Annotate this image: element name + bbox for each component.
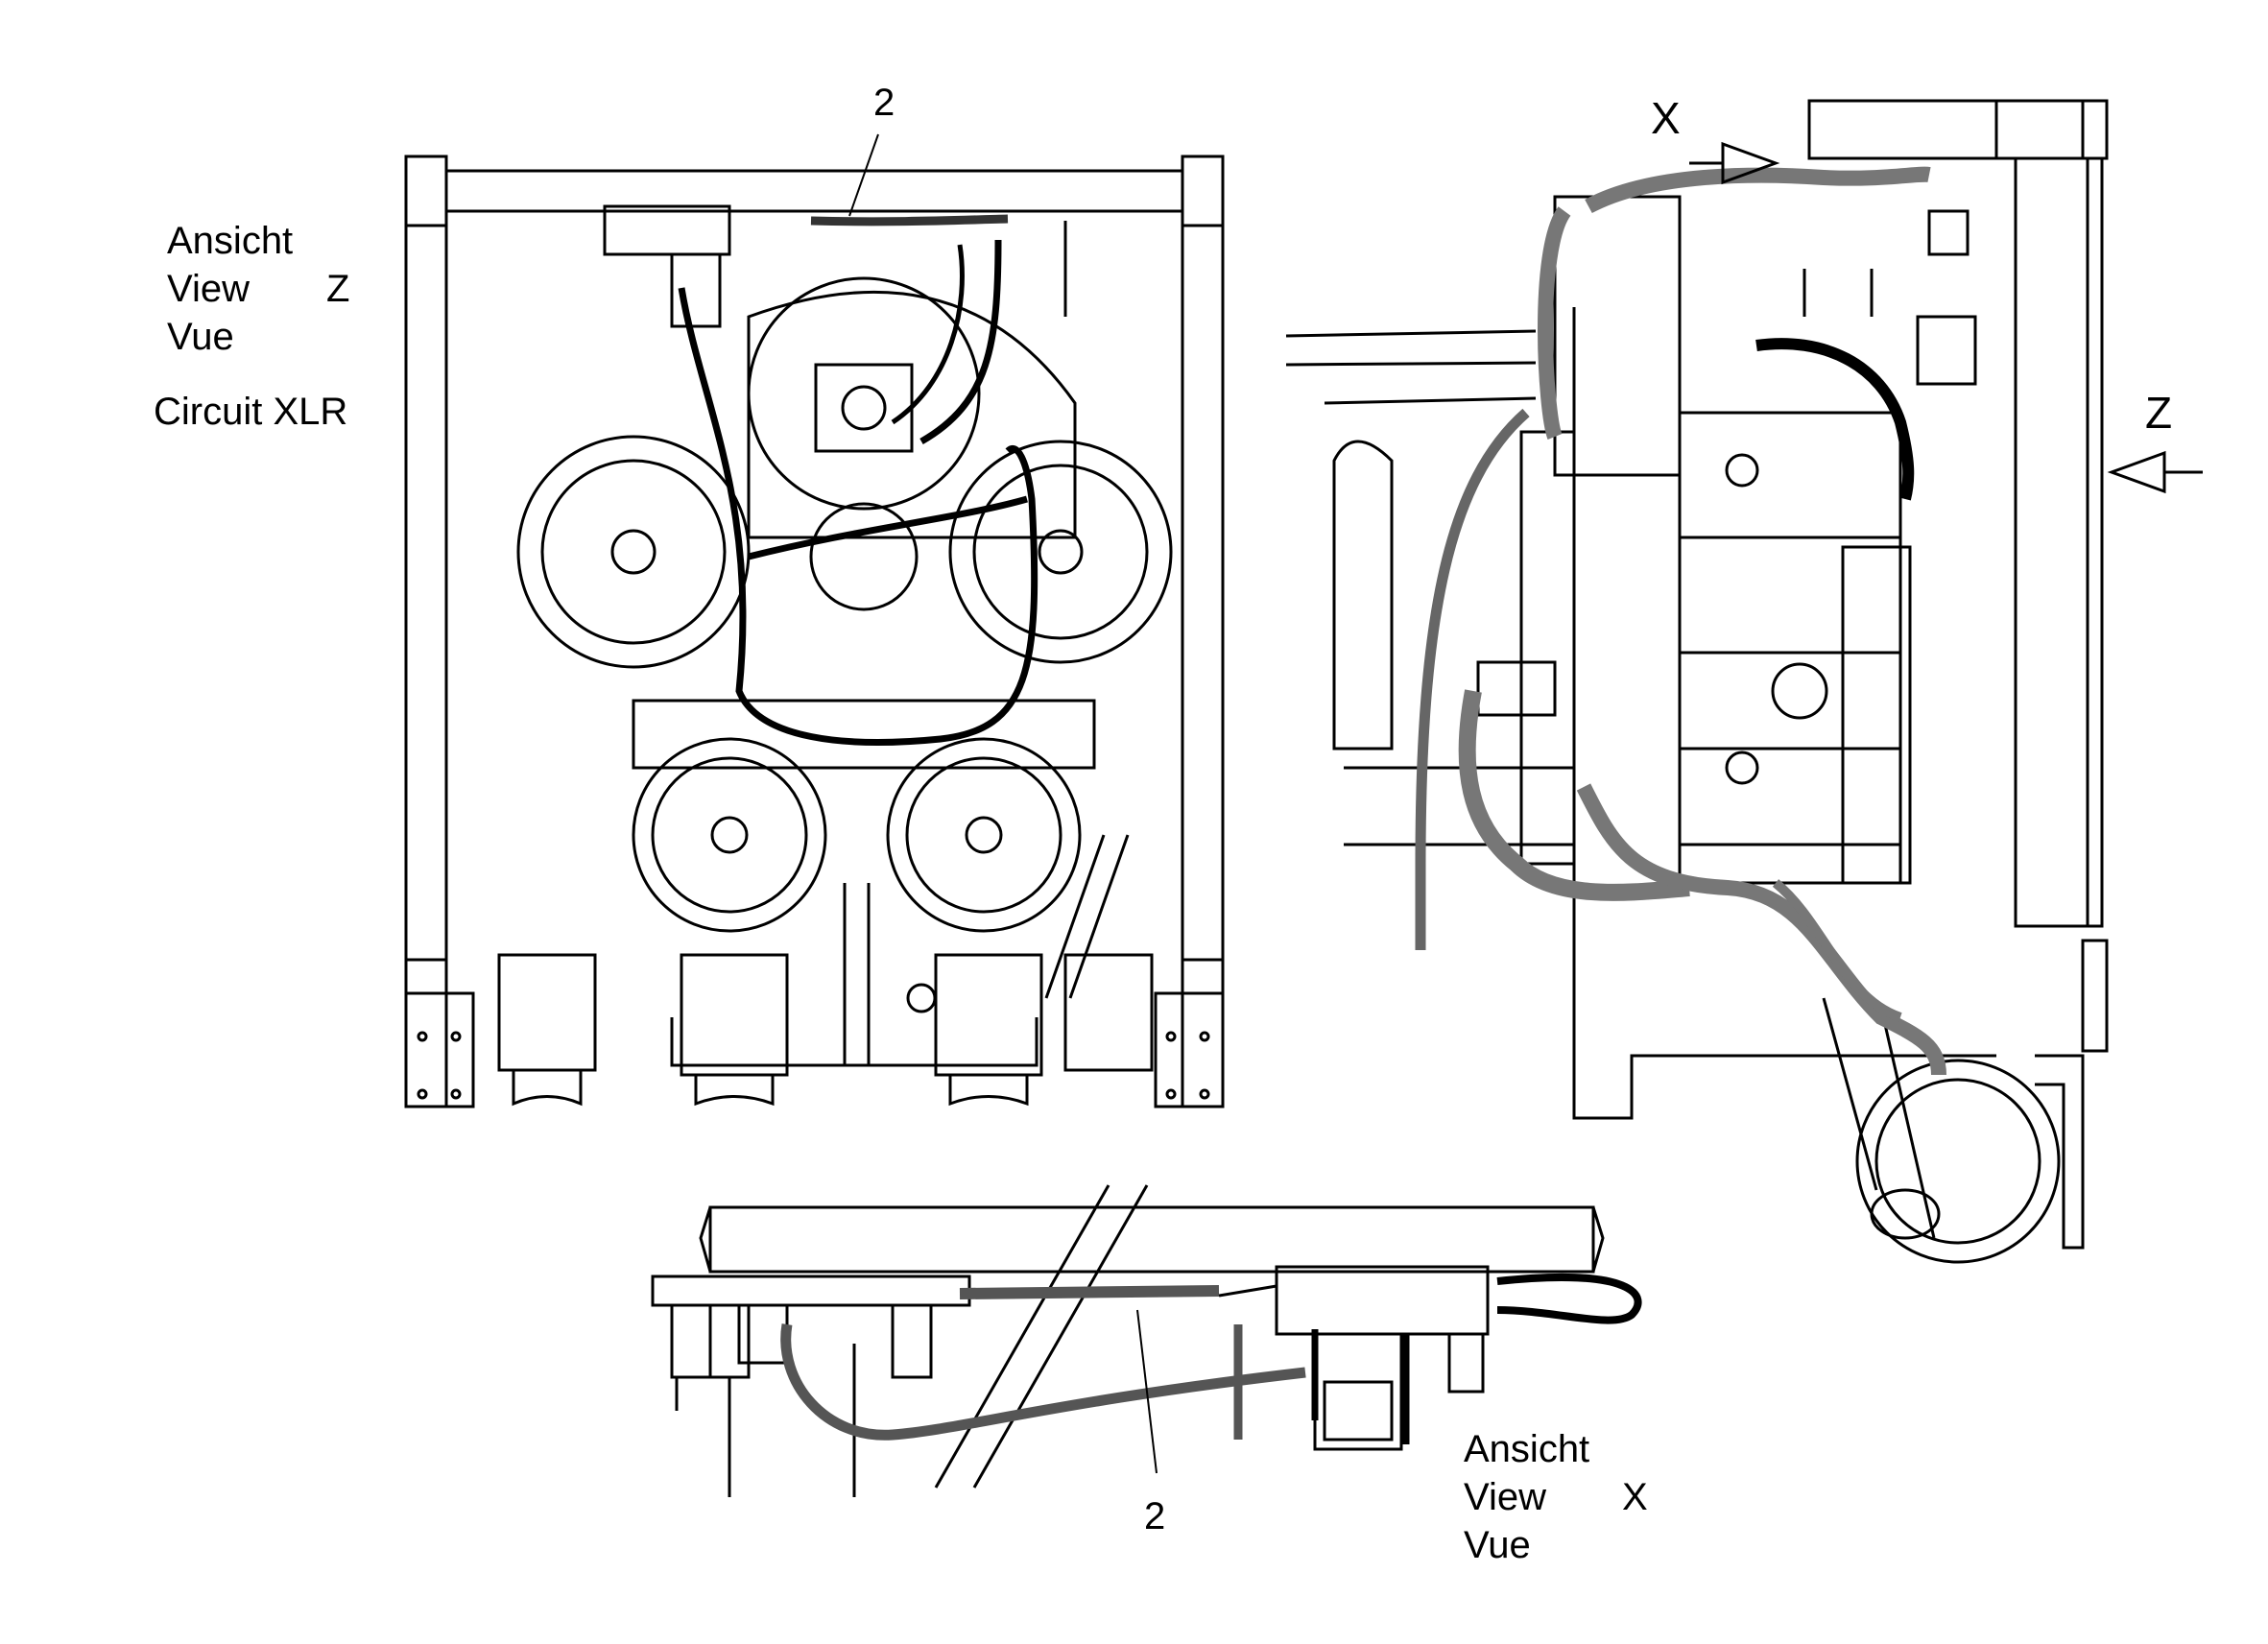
view-arrows	[1689, 141, 2203, 494]
bottom-view	[651, 1184, 1642, 1497]
left-frame	[404, 155, 1225, 1108]
left-hoses	[603, 204, 1067, 746]
arrow-x-label: X	[1651, 93, 1681, 143]
circuit-label: Circuit XLR	[154, 391, 348, 433]
view-x-view-label: View	[1464, 1476, 1546, 1518]
callout-2-bottom: 2	[1144, 1495, 1166, 1537]
right-side-view	[1285, 99, 2109, 1264]
view-z-vue-label: Vue	[167, 316, 234, 358]
left-pump-assembly	[497, 276, 1173, 1107]
view-z-ansicht-label: Ansicht	[167, 220, 294, 262]
arrow-z-label: Z	[2145, 388, 2173, 438]
view-x-ansicht-label: Ansicht	[1464, 1428, 1590, 1470]
view-z-letter: Z	[326, 268, 350, 310]
callout-leaders	[848, 133, 1158, 1474]
view-x-letter: X	[1622, 1476, 1648, 1518]
callout-2-top: 2	[873, 82, 895, 124]
view-x-vue-label: Vue	[1464, 1524, 1531, 1566]
view-z-view-label: View	[167, 268, 250, 310]
